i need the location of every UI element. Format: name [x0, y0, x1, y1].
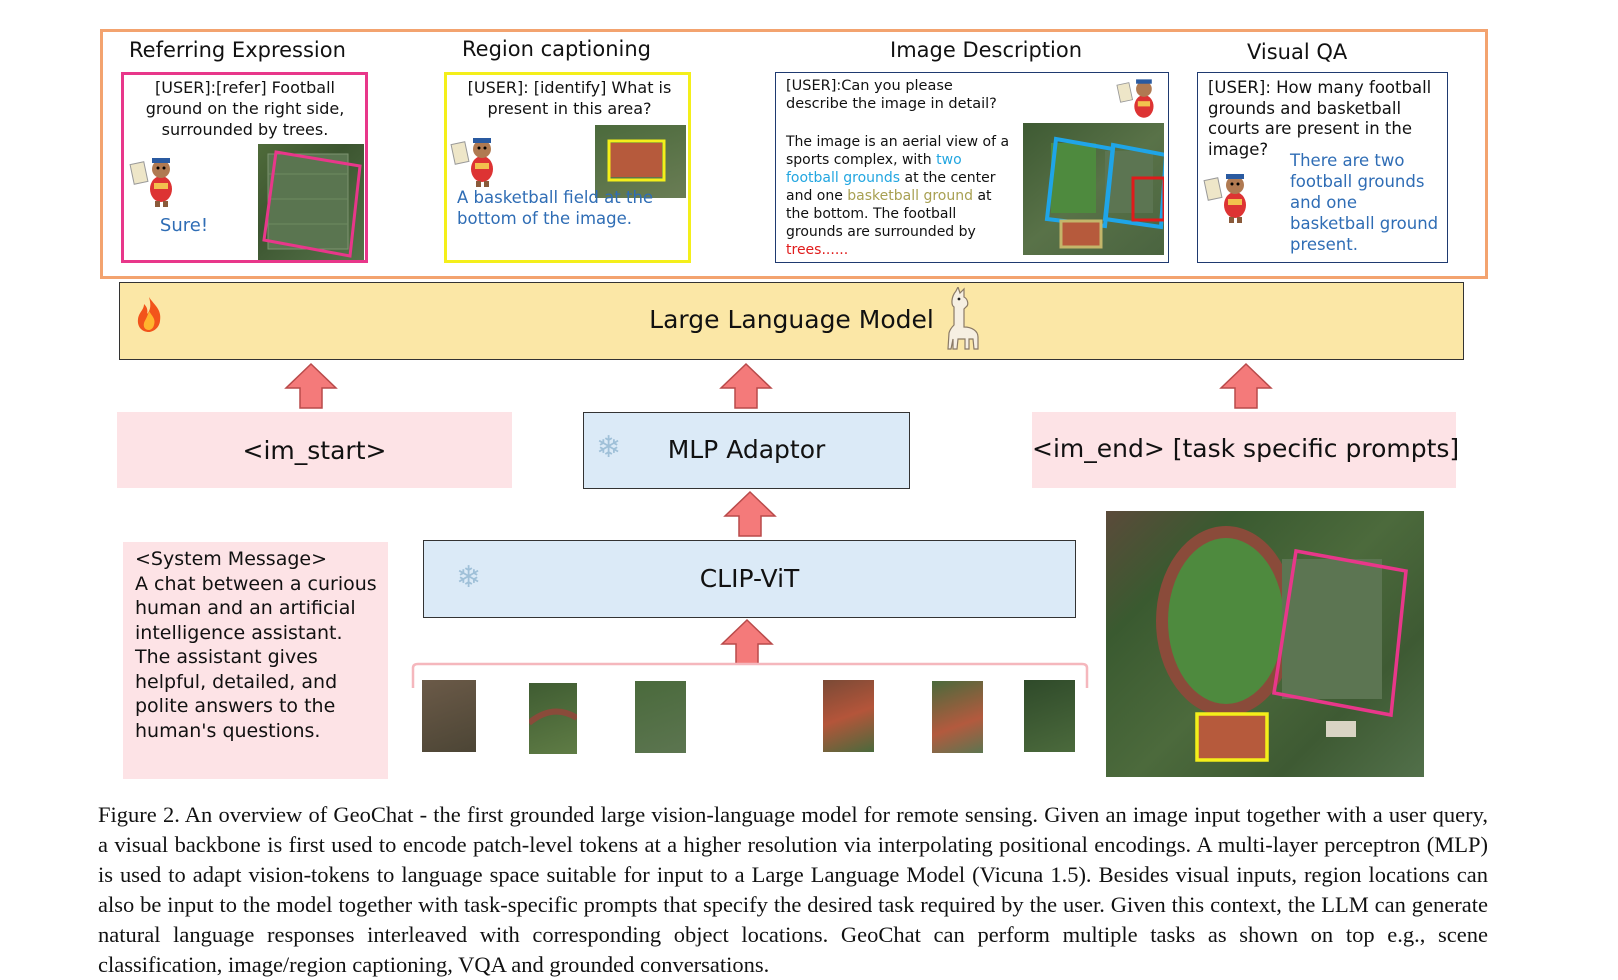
arrow-up-icon [1219, 362, 1273, 409]
llama-icon [942, 285, 982, 353]
description-query: [USER]:Can you please describe the image… [786, 78, 997, 112]
referring-query: [USER]:[refer] Football ground on the ri… [145, 78, 345, 139]
description-answer-text: at the center and one [786, 170, 996, 204]
description-answer-text: ...... [821, 242, 849, 258]
system-message: <System Message> A chat between a curiou… [123, 542, 388, 779]
geochat-mascot-icon [129, 153, 184, 208]
vqa-title: Visual QA [1247, 40, 1348, 64]
referring-answer: Sure! [159, 215, 209, 236]
description-title: Image Description [890, 38, 1083, 62]
description-aerial-image [1023, 123, 1164, 255]
arrow-up-icon [720, 618, 774, 665]
clip-vit-box: ❄ CLIP-ViT [423, 540, 1076, 618]
system-message-body: A chat between a curious human and an ar… [135, 572, 377, 742]
image-patch [1024, 680, 1075, 752]
referring-box: [USER]:[refer] Football ground on the ri… [121, 72, 368, 263]
description-highlight-trees: trees [786, 242, 822, 258]
fire-icon [132, 295, 166, 333]
figure-caption: Figure 2. An overview of GeoChat - the f… [98, 802, 1488, 977]
geochat-mascot-icon [1203, 169, 1258, 224]
system-message-header: <System Message> [135, 548, 328, 570]
mlp-adaptor-label: MLP Adaptor [667, 435, 826, 464]
patch-bracket [411, 662, 1089, 688]
vqa-query: [USER]: How many football grounds and ba… [1208, 78, 1432, 159]
snowflake-icon: ❄ [596, 430, 622, 465]
input-aerial-image [1106, 511, 1424, 777]
arrow-up-icon [723, 490, 777, 537]
vqa-box: [USER]: How many football grounds and ba… [1197, 72, 1448, 263]
arrow-up-icon [719, 362, 773, 409]
clip-vit-label: CLIP-ViT [699, 564, 800, 593]
region-title: Region captioning [462, 37, 652, 61]
description-answer-text: The image is an aerial view of a sports … [786, 134, 1010, 168]
tasks-panel: Referring Expression [USER]:[refer] Foot… [100, 29, 1488, 279]
image-patch [635, 681, 686, 753]
description-answer: The image is an aerial view of a sports … [786, 133, 1011, 259]
llm-label: Large Language Model [649, 305, 934, 334]
description-highlight-basketball: basketball ground [847, 188, 973, 204]
mlp-adaptor-box: ❄ MLP Adaptor [583, 412, 910, 489]
region-answer: A basketball field at the bottom of the … [457, 188, 654, 228]
image-patch [932, 681, 983, 753]
referring-aerial-image [258, 144, 364, 260]
im-end-token: <im_end> [task specific prompts] [1032, 412, 1460, 488]
arrow-up-icon [284, 362, 338, 409]
llm-box: Large Language Model [119, 282, 1464, 360]
im-end-label: <im_end> [task specific prompts] [1032, 434, 1460, 463]
snowflake-icon: ❄ [456, 560, 482, 595]
region-aerial-image [595, 125, 686, 198]
referring-title: Referring Expression [129, 38, 346, 62]
region-box: [USER]: [identify] What is present in th… [444, 72, 691, 263]
image-patch [529, 683, 577, 754]
image-patch [823, 680, 874, 752]
description-answer-text: at the bottom. The football grounds are … [786, 188, 992, 240]
description-box: [USER]:Can you please describe the image… [775, 72, 1169, 263]
geochat-mascot-icon [450, 133, 505, 188]
description-highlight-football: two football grounds [786, 152, 962, 186]
image-patch [422, 680, 476, 752]
system-message-text: <System Message> A chat between a curiou… [135, 547, 383, 743]
vqa-answer: There are two football grounds and one b… [1290, 151, 1439, 254]
geochat-mascot-icon [1116, 75, 1164, 123]
region-query: [USER]: [identify] What is present in th… [467, 78, 672, 118]
im-start-token: <im_start> [117, 412, 512, 488]
im-start-label: <im_start> [242, 436, 387, 465]
